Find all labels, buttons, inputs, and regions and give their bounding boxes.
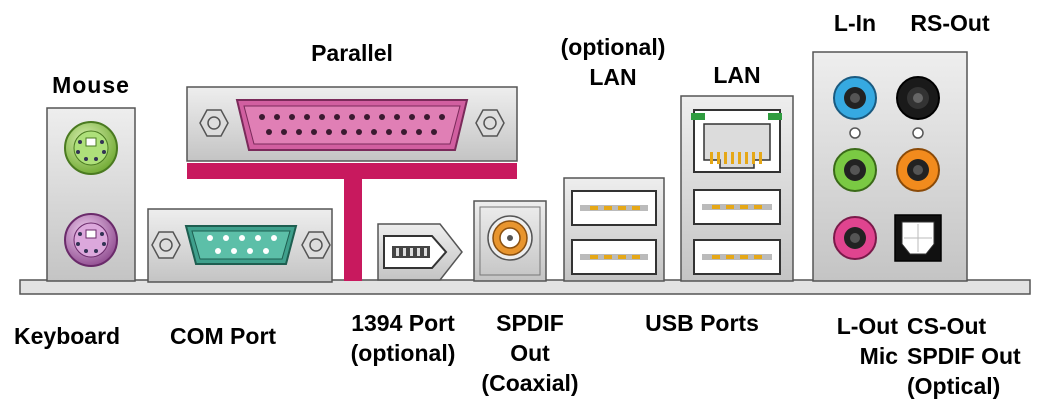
label-spdif-line1: SPDIF	[496, 310, 564, 336]
parallel-pin	[416, 129, 422, 135]
label-cs-out: CS-Out	[907, 313, 987, 339]
audio-jack-rs-out	[896, 76, 940, 120]
parallel-pin	[289, 114, 295, 120]
parallel-pin	[326, 129, 332, 135]
audio-jack-mic	[833, 216, 877, 260]
parallel-pin	[274, 114, 280, 120]
usb-port	[571, 190, 657, 226]
firewire-1394-port	[377, 223, 463, 281]
parallel-pin	[401, 129, 407, 135]
com-screw-left	[151, 231, 181, 259]
audio-screw	[849, 127, 924, 139]
label-l-in: L-In	[833, 10, 877, 36]
usb-port	[693, 239, 781, 275]
parallel-pin	[349, 114, 355, 120]
parallel-pin	[281, 129, 287, 135]
label-usb-ports: USB Ports	[645, 310, 759, 336]
parallel-pin	[356, 129, 362, 135]
parallel-bracket	[187, 163, 517, 281]
spdif-optical-port	[894, 214, 942, 262]
label-mic: Mic	[859, 343, 898, 369]
label-spdif-out-optical-line2: (Optical)	[907, 373, 1001, 399]
mouse-port	[64, 121, 118, 175]
label-rs-out: RS-Out	[910, 10, 990, 36]
parallel-pin	[371, 129, 377, 135]
label-com-port: COM Port	[170, 323, 277, 349]
parallel-pin	[439, 114, 445, 120]
lan-usb-stack	[680, 95, 794, 282]
audio-jack-l-in	[833, 76, 877, 120]
parallel-pin	[296, 129, 302, 135]
parallel-pin	[424, 114, 430, 120]
usb-port	[571, 239, 657, 275]
parallel-pin	[394, 114, 400, 120]
parallel-pin	[334, 114, 340, 120]
usb-port	[693, 189, 781, 225]
parallel-pin	[311, 129, 317, 135]
ps2-ports	[46, 107, 136, 282]
parallel-pin	[304, 114, 310, 120]
parallel-pin	[259, 114, 265, 120]
com-screw-right	[301, 231, 331, 259]
label-lan: LAN	[713, 62, 761, 88]
label-parallel: Parallel	[311, 40, 393, 66]
label-optional-lan-line2: LAN	[589, 64, 637, 90]
label-1394-port-line2: (optional)	[350, 340, 456, 366]
keyboard-port	[64, 213, 118, 267]
parallel-pin	[386, 129, 392, 135]
parallel-pin	[266, 129, 272, 135]
parallel-pin	[364, 114, 370, 120]
parallel-pin	[341, 129, 347, 135]
label-mouse: Mouse	[52, 72, 130, 98]
com-port	[147, 208, 333, 283]
label-spdif-line3: (Coaxial)	[481, 370, 579, 396]
label-spdif-line2: Out	[510, 340, 550, 366]
audio-jack-l-out	[833, 148, 877, 192]
spdif-coaxial-port	[473, 200, 547, 282]
lan-port	[691, 109, 782, 173]
usb-stack-1	[563, 177, 665, 282]
label-1394-port-line1: 1394 Port	[351, 310, 455, 336]
label-spdif-out-optical-line1: SPDIF Out	[907, 343, 1021, 369]
label-optional-lan-line1: (optional)	[560, 34, 666, 60]
parallel-screw-right	[475, 109, 505, 137]
parallel-screw-left	[199, 109, 229, 137]
label-keyboard: Keyboard	[14, 323, 121, 349]
audio-panel	[812, 51, 968, 282]
parallel-pin	[379, 114, 385, 120]
audio-jack-cs-out	[896, 148, 940, 192]
label-l-out: L-Out	[836, 313, 898, 339]
parallel-pin	[431, 129, 437, 135]
parallel-port	[186, 86, 518, 162]
parallel-pin	[319, 114, 325, 120]
parallel-pin	[409, 114, 415, 120]
